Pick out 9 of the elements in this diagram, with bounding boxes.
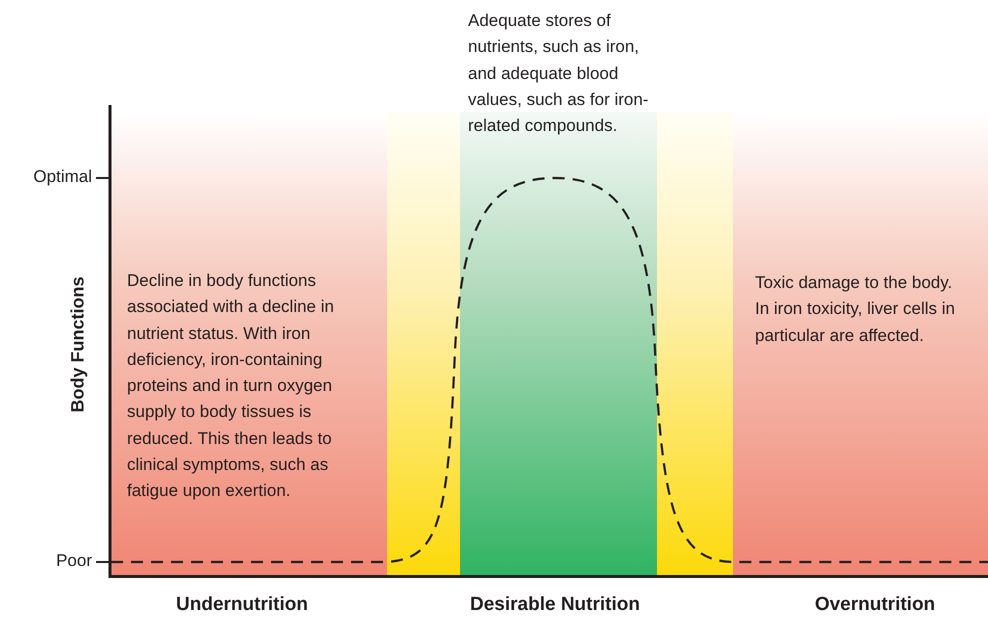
description-text: Toxic damage to the body. In iron toxicity, liver cells in particular are affected. (755, 272, 955, 347)
description-text: Adequate stores of nutrients, such as iron, and adequate blood values, such as for iron-related compounds. (468, 10, 650, 138)
axis-title: Body Functions (68, 276, 88, 412)
category-label: Desirable Nutrition (469, 594, 641, 616)
description-text: Decline in body functions associated with a decline in nutrient status. With iron deficiency, iron-containing proteins and in turn oxygen supply to body tissues is reduced. This then leads to clinical symptoms, such as fatigue upon exertion. (127, 270, 335, 502)
axis-tick-label: Optimal (32, 167, 92, 187)
category-label: Undernutrition (175, 594, 309, 616)
category-label: Overnutrition (814, 594, 936, 616)
axis-tick-label: Poor (55, 551, 92, 571)
